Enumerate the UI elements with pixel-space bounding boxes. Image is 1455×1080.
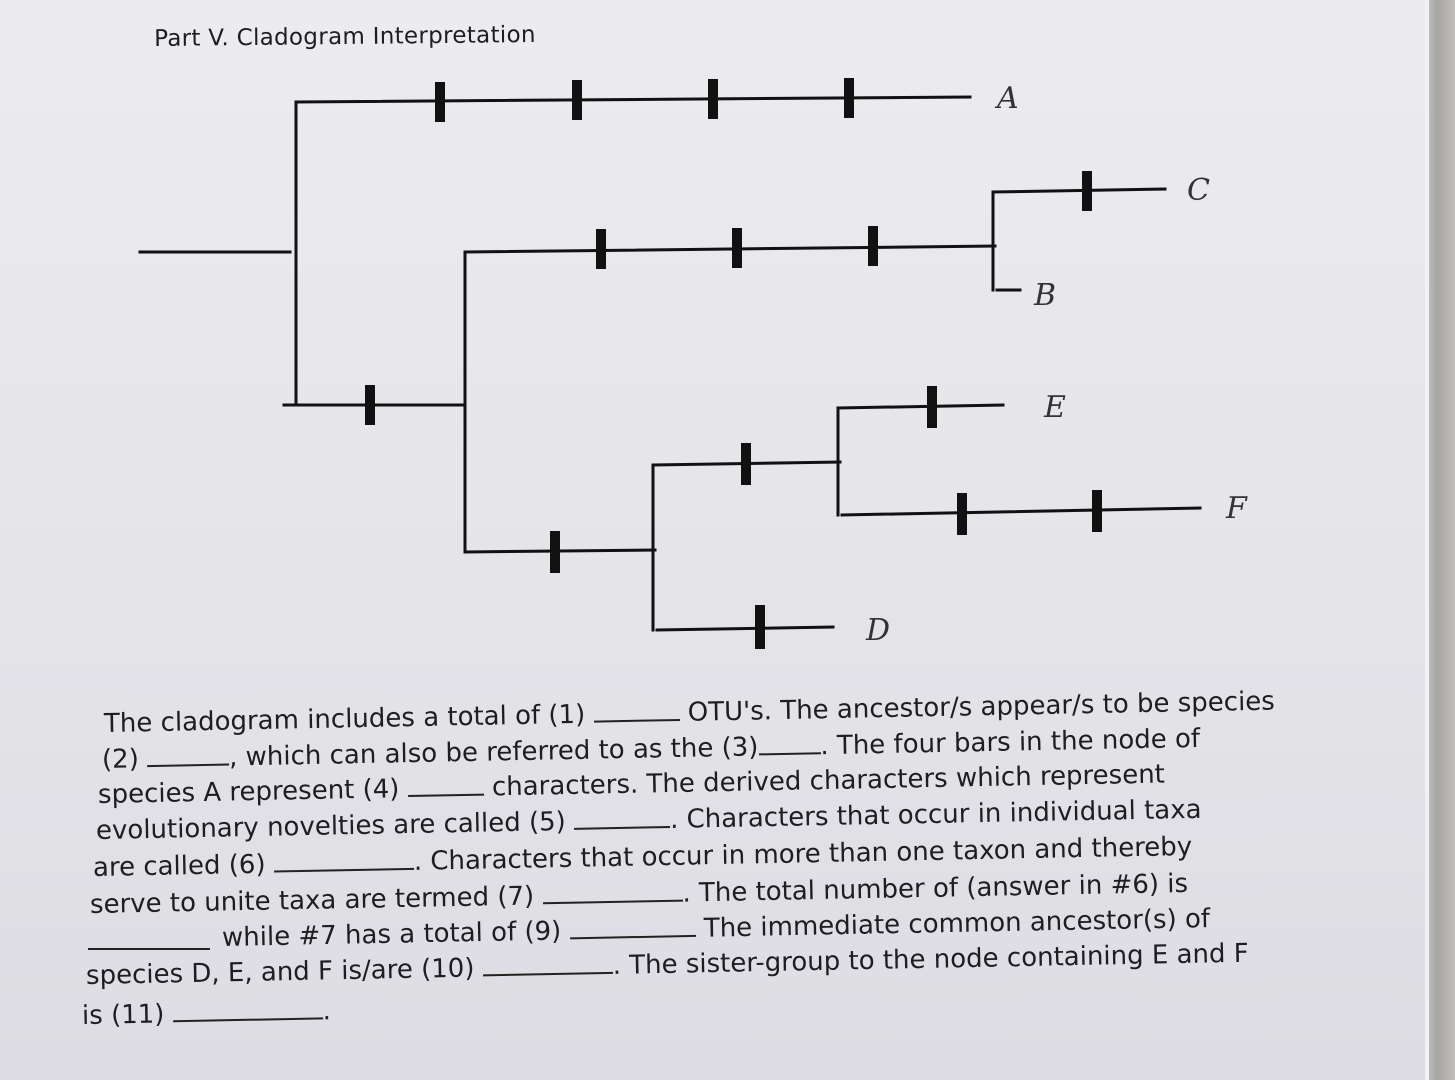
branch-c (991, 187, 1167, 292)
answer-blank-4[interactable] (407, 771, 484, 798)
node-ef-stem (651, 460, 842, 632)
char-bar (927, 386, 937, 428)
char-bar (741, 443, 751, 485)
char-bar (435, 82, 445, 122)
cladogram: A B C D E F (138, 78, 1248, 649)
answer-blank-6[interactable] (273, 845, 414, 873)
char-bar (755, 605, 765, 649)
answer-blank-8[interactable] (88, 926, 210, 950)
taxon-label-b: B (1033, 278, 1056, 313)
taxon-label-c: C (1187, 173, 1210, 208)
char-bar (868, 226, 878, 266)
branch-d (655, 625, 835, 632)
branch-e (836, 403, 1005, 517)
answer-blank-5[interactable] (573, 803, 671, 830)
char-bar (550, 531, 560, 573)
taxon-label-a: A (994, 81, 1019, 116)
taxon-label-e: E (1043, 390, 1066, 425)
char-bar (572, 80, 582, 120)
char-bar (1092, 490, 1102, 532)
answer-blank-3[interactable] (758, 730, 821, 756)
table-edge (1425, 0, 1455, 1080)
passage-line-9: is (11) . (81, 995, 332, 1031)
char-bar (596, 229, 606, 269)
taxon-label-d: D (865, 613, 890, 648)
answer-blank-10[interactable] (482, 949, 613, 977)
char-bar (732, 228, 742, 268)
paper-edge (1425, 0, 1429, 1080)
answer-blank-2[interactable] (146, 741, 230, 768)
branch-f (840, 506, 1202, 517)
char-bar (1082, 171, 1092, 211)
char-bar (844, 78, 854, 118)
answer-blank-7[interactable] (542, 877, 683, 905)
node-a-branch (294, 95, 972, 407)
node-bc-stem (463, 244, 997, 554)
taxon-label-f: F (1225, 491, 1248, 526)
worksheet-paper (0, 0, 1425, 1080)
char-bar (365, 385, 375, 425)
char-bar (708, 79, 718, 119)
answer-blank-1[interactable] (593, 696, 680, 723)
answer-blank-9[interactable] (569, 912, 696, 940)
char-bar (957, 493, 967, 535)
answer-blank-11[interactable] (172, 995, 323, 1023)
